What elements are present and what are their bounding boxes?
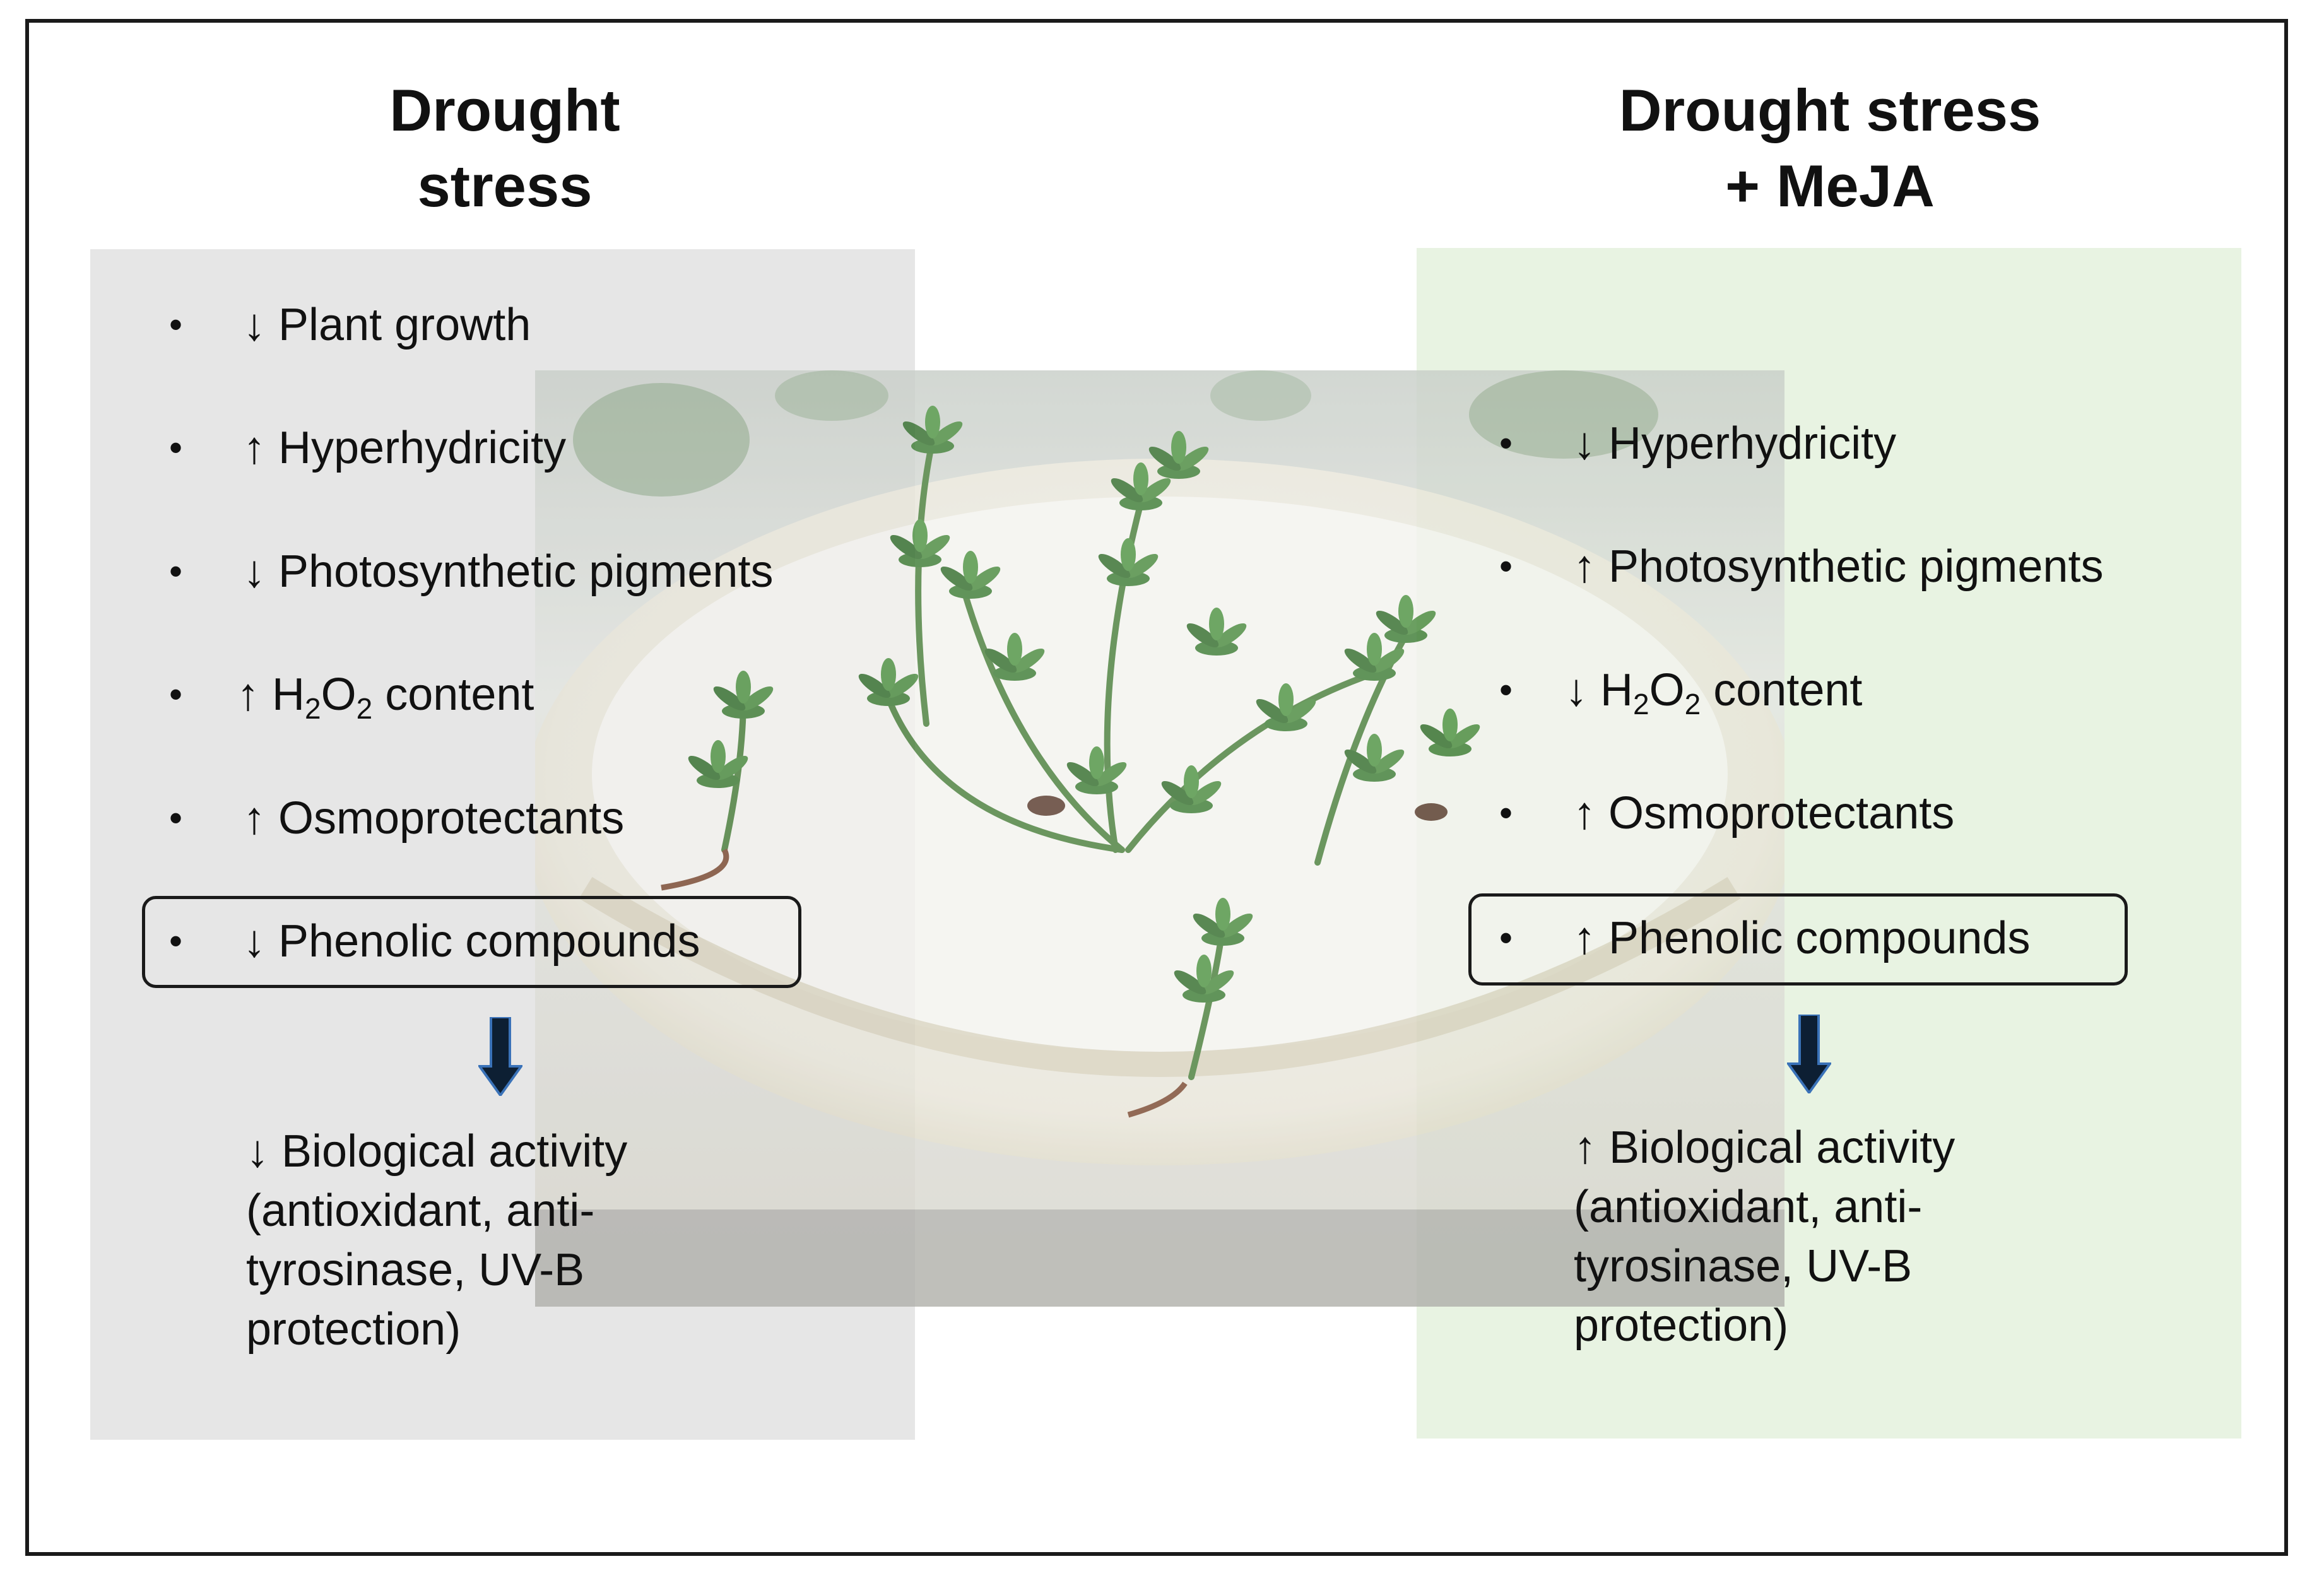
bullet: • — [1499, 669, 1513, 711]
bullet: • — [169, 303, 183, 346]
right-item-hyperhydricity: ↓ Hyperhydricity — [1573, 415, 1896, 472]
bullet: • — [169, 797, 183, 839]
up-arrow-icon: ↑ — [1573, 788, 1596, 839]
right-item-photosynthetic-pigments: ↑ Photosynthetic pigments — [1573, 538, 2103, 595]
item-label: Photosynthetic pigments — [278, 546, 774, 597]
result-line: protection) — [1574, 1300, 1789, 1351]
item-label: Phenolic compounds — [278, 916, 700, 967]
down-arrow-icon: ↓ — [243, 546, 266, 597]
result-line: ↓ Biological activity — [246, 1126, 628, 1177]
left-item-photosynthetic-pigments: ↓ Photosynthetic pigments — [243, 543, 773, 600]
bullet: • — [1499, 545, 1513, 587]
up-arrow-icon: ↑ — [243, 793, 266, 844]
item-label: Phenolic compounds — [1608, 913, 2031, 963]
right-item-h2o2-content: ↓ H2O2 content — [1565, 662, 1862, 719]
right-title: Drought stress + MeJA — [1546, 73, 2114, 224]
bullet: • — [169, 427, 183, 469]
right-item-phenolic-compounds: ↑ Phenolic compounds — [1573, 910, 2030, 967]
item-label: Hyperhydricity — [1608, 418, 1897, 469]
item-label: H2O2 content — [1600, 665, 1863, 721]
left-title-line1: Drought — [389, 77, 620, 143]
left-item-phenolic-compounds: ↓ Phenolic compounds — [243, 913, 700, 970]
result-line: tyrosinase, UV-B — [246, 1245, 585, 1295]
result-line: ↑ Biological activity — [1574, 1122, 1955, 1173]
down-arrow-icon: ↓ — [243, 300, 266, 350]
result-line: (antioxidant, anti- — [1574, 1182, 1923, 1232]
right-highlight-box — [1468, 893, 2128, 986]
right-result-text: ↑ Biological activity (antioxidant, anti… — [1574, 1118, 1955, 1355]
right-title-line1: Drought stress — [1619, 77, 2041, 143]
item-label: Osmoprotectants — [278, 793, 625, 844]
left-item-osmoprotectants: ↑ Osmoprotectants — [243, 790, 624, 847]
down-arrow-icon: ↓ — [1573, 418, 1596, 469]
item-label: Photosynthetic pigments — [1608, 541, 2104, 592]
result-line: (antioxidant, anti- — [246, 1186, 595, 1236]
bullet: • — [169, 550, 183, 592]
left-title: Drought stress — [316, 73, 694, 224]
plant-culture-photo — [535, 370, 1784, 1307]
left-flow-arrow-icon — [478, 1017, 522, 1096]
bullet: • — [1499, 917, 1513, 959]
item-label: Osmoprotectants — [1608, 788, 1955, 839]
left-result-text: ↓ Biological activity (antioxidant, anti… — [246, 1122, 627, 1359]
right-item-osmoprotectants: ↑ Osmoprotectants — [1573, 785, 1954, 842]
item-label: Plant growth — [278, 300, 531, 350]
right-title-line2: + MeJA — [1725, 153, 1935, 219]
up-arrow-icon: ↑ — [1573, 913, 1596, 963]
left-item-hyperhydricity: ↑ Hyperhydricity — [243, 420, 566, 476]
up-arrow-icon: ↑ — [237, 669, 259, 720]
left-item-plant-growth: ↓ Plant growth — [243, 297, 531, 353]
up-arrow-icon: ↑ — [1573, 541, 1596, 592]
result-line: tyrosinase, UV-B — [1574, 1241, 1913, 1292]
left-title-line2: stress — [417, 153, 593, 219]
right-flow-arrow-icon — [1787, 1015, 1831, 1093]
left-item-h2o2-content: ↑ H2O2 content — [237, 666, 534, 723]
down-arrow-icon: ↓ — [1565, 665, 1588, 715]
bullet: • — [169, 920, 183, 962]
item-label: Hyperhydricity — [278, 423, 567, 473]
bullet: • — [1499, 792, 1513, 834]
result-line: protection) — [246, 1304, 461, 1355]
bullet: • — [1499, 422, 1513, 464]
up-arrow-icon: ↑ — [243, 423, 266, 473]
down-arrow-icon: ↓ — [243, 916, 266, 967]
bullet: • — [169, 673, 183, 715]
left-highlight-box — [142, 896, 801, 988]
item-label: H2O2 content — [272, 669, 534, 725]
